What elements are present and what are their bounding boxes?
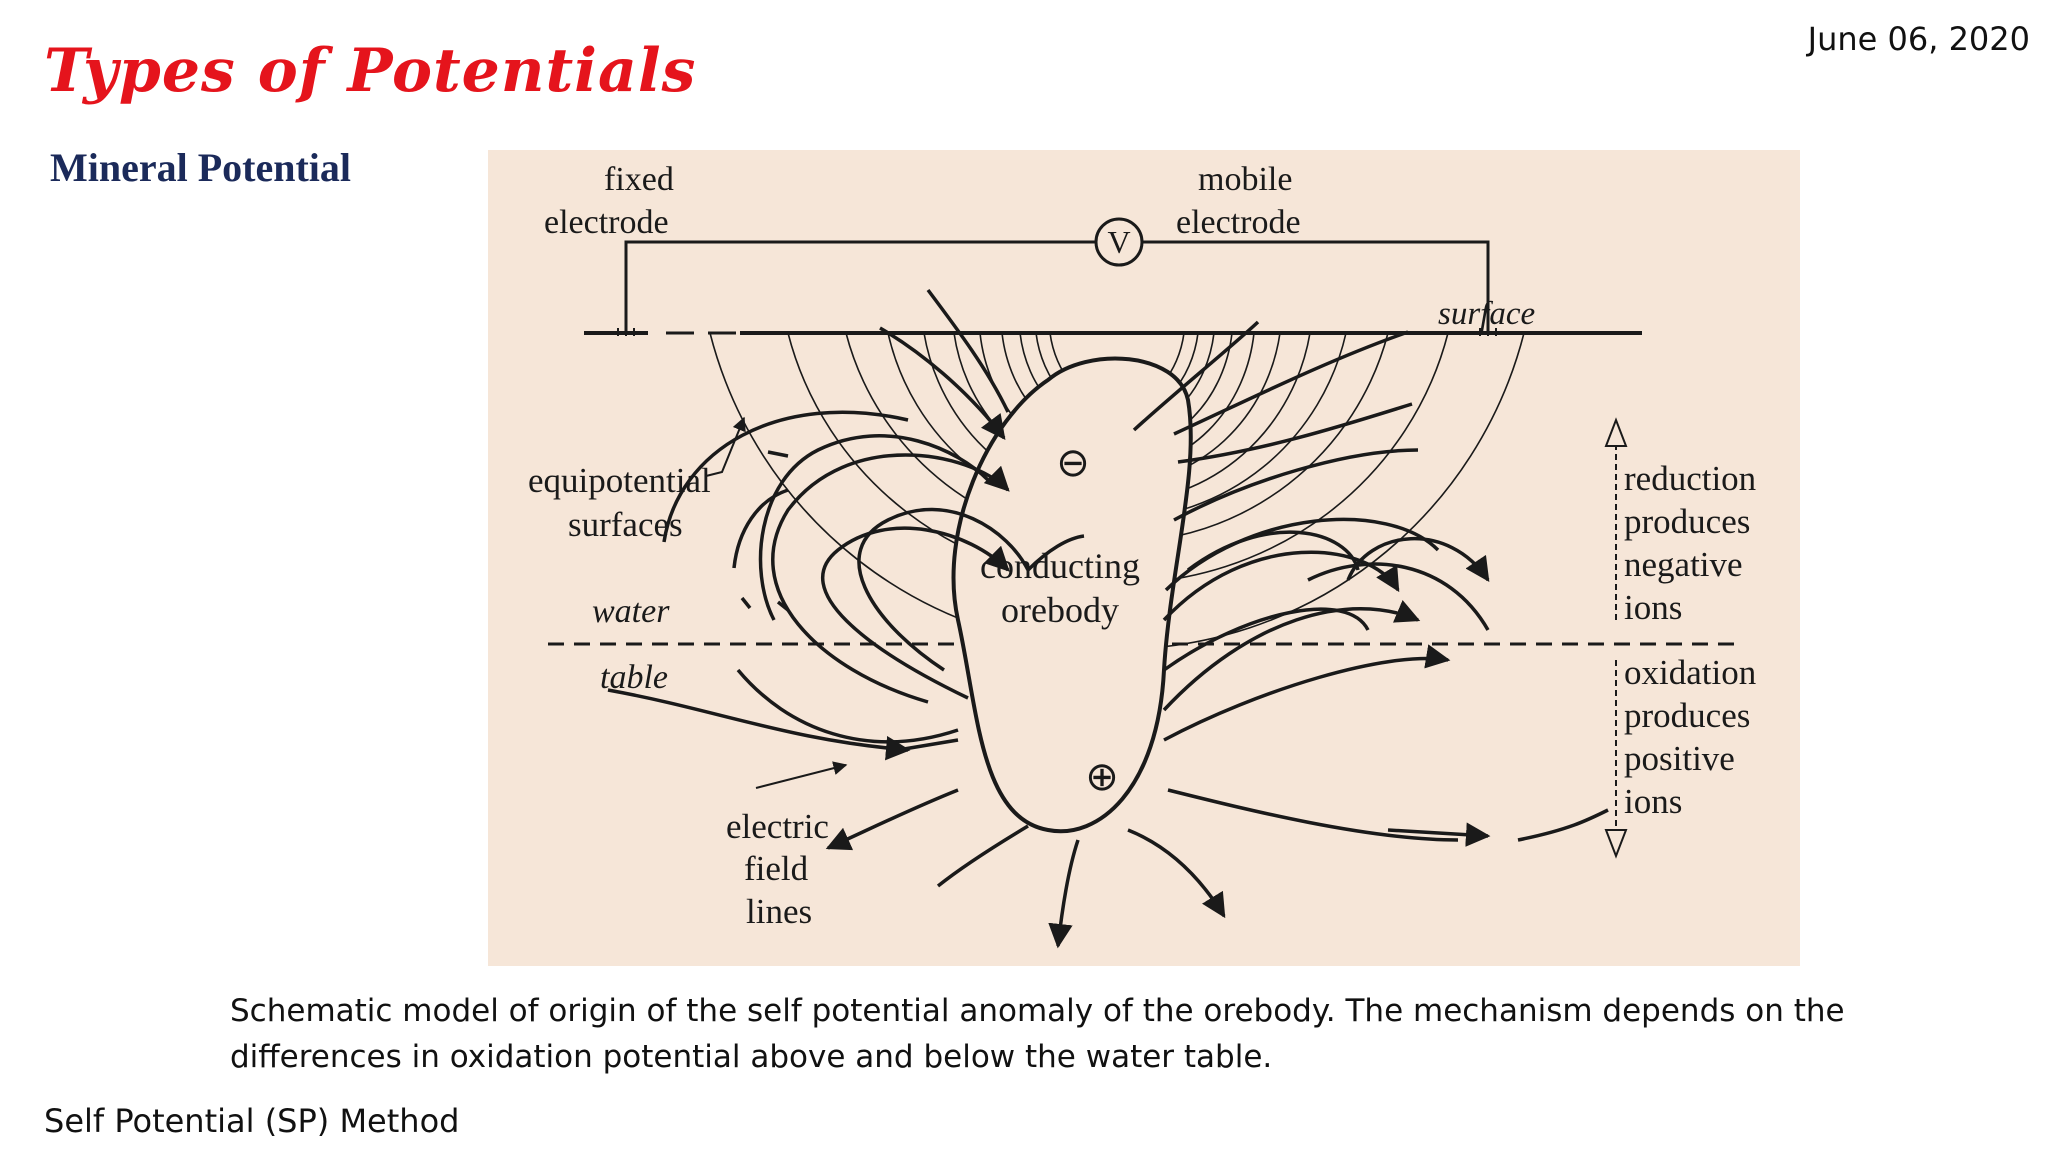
plus-sign: ⊕ — [1085, 754, 1119, 799]
label-negative: negative — [1624, 545, 1743, 584]
label-pointers — [705, 416, 848, 789]
label-reduction: reduction — [1624, 459, 1756, 498]
label-orebody: orebody — [1001, 590, 1119, 630]
slide-title: Types of Potentials — [44, 36, 697, 106]
label-equipotential: equipotential — [528, 461, 711, 500]
label-positive: positive — [1624, 739, 1735, 778]
label-electrode-right: electrode — [1176, 204, 1301, 241]
label-conducting: conducting — [980, 546, 1140, 586]
label-water: water — [592, 593, 670, 630]
self-potential-diagram: V — [488, 150, 1800, 966]
label-oxidation: oxidation — [1624, 653, 1756, 692]
label-electrode-left: electrode — [544, 204, 669, 241]
label-lines: lines — [746, 892, 812, 931]
conducting-orebody — [951, 356, 1193, 834]
figure-caption: Schematic model of origin of the self po… — [230, 993, 1845, 1075]
minus-sign: ⊖ — [1056, 440, 1090, 485]
label-ions-2: ions — [1624, 782, 1682, 821]
label-field: field — [744, 849, 809, 888]
label-ions-1: ions — [1624, 588, 1682, 627]
label-surfaces: surfaces — [568, 505, 683, 544]
label-mobile: mobile — [1198, 161, 1292, 198]
label-produces-1: produces — [1624, 502, 1750, 541]
svg-text:V: V — [1107, 224, 1130, 260]
label-electric: electric — [726, 807, 829, 846]
zone-arrows — [1604, 417, 1628, 859]
electrode-circuit — [617, 240, 1497, 336]
label-produces-2: produces — [1624, 696, 1750, 735]
label-table: table — [600, 659, 668, 696]
label-fixed: fixed — [604, 161, 674, 198]
electric-field-lines — [607, 288, 1609, 949]
slide-footer: Self Potential (SP) Method — [44, 1102, 460, 1140]
label-surface: surface — [1438, 296, 1535, 332]
slide-date: June 06, 2020 — [1807, 20, 2030, 58]
slide-subtitle: Mineral Potential — [50, 145, 352, 190]
voltmeter: V — [1094, 217, 1144, 267]
